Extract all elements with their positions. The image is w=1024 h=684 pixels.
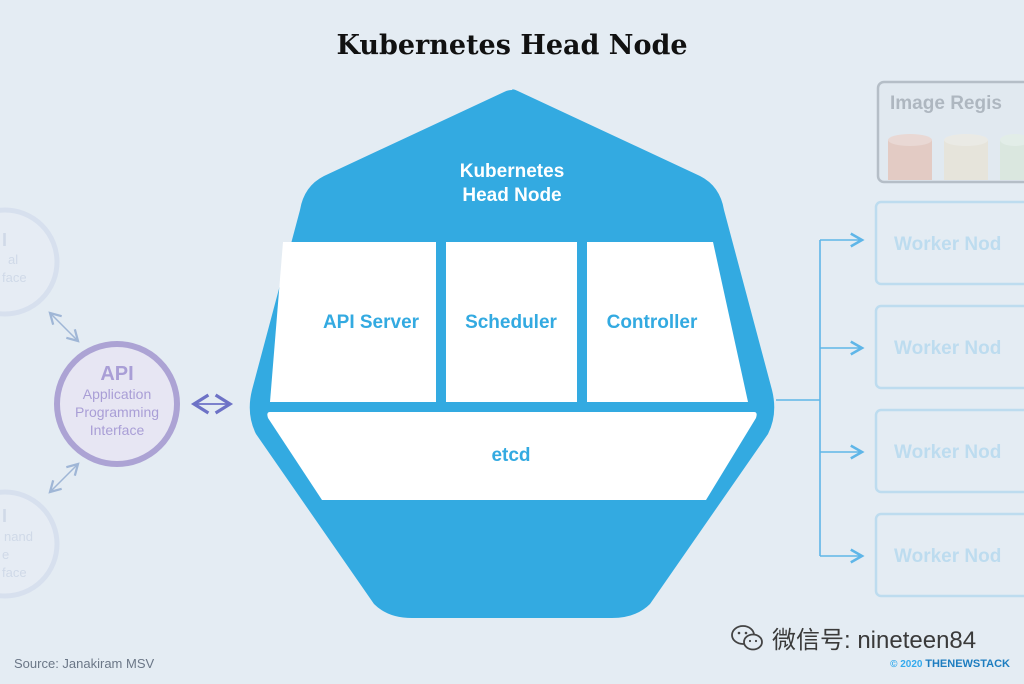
faded-top-line3: face (2, 270, 27, 285)
faded-interface-circle-bottom (0, 489, 60, 599)
api-server-panel (270, 242, 436, 402)
etcd-panel (267, 412, 757, 500)
scheduler-panel (446, 242, 577, 402)
watermark-text: 微信号: nineteen84 (772, 627, 977, 654)
worker-node-box-2 (874, 304, 1024, 390)
image-registry-box (876, 80, 1024, 184)
source-credit: Source: Janakiram MSV (14, 656, 155, 671)
faded-top-line1: I (2, 230, 7, 250)
worker-node-label-1: Worker Nod (894, 234, 1001, 255)
api-circle (54, 341, 180, 467)
diagram-title: Kubernetes Head Node (336, 30, 688, 61)
faded-top-line2: al (8, 252, 18, 267)
faded-interface-circle-top (0, 207, 60, 317)
registry-cylinder-3 (1000, 134, 1024, 180)
api-line2: Programming (75, 404, 159, 420)
etcd-label: etcd (491, 445, 530, 466)
registry-cylinder-1 (888, 134, 932, 180)
faint-arrow-top (48, 311, 80, 343)
registry-cylinder-2 (944, 134, 988, 180)
api-title: API (100, 363, 133, 385)
head-node-label-line2: Head Node (462, 185, 561, 206)
worker-connectors (776, 232, 865, 564)
worker-node-box-3 (874, 408, 1024, 494)
worker-node-label-2: Worker Nod (894, 338, 1001, 359)
api-line3: Interface (90, 422, 145, 438)
image-registry-label: Image Regis (890, 93, 1002, 114)
worker-node-box-4 (874, 512, 1024, 598)
api-node: API Application Programming Interface (54, 341, 180, 467)
worker-node-label-4: Worker Nod (894, 546, 1001, 567)
component-scheduler: Scheduler (465, 312, 557, 333)
controller-panel (587, 242, 748, 402)
component-api-server: API Server (323, 312, 420, 333)
head-node-label-line1: Kubernetes (460, 161, 565, 182)
worker-nodes: Worker Nod Worker Nod Worker Nod Worker … (874, 200, 1024, 598)
worker-node-label-3: Worker Nod (894, 442, 1001, 463)
faded-bottom-line3: e (2, 547, 9, 562)
image-registry: Image Regis (876, 80, 1024, 184)
copyright-notice: © 2020 THENEWSTACK (890, 658, 1010, 670)
faint-arrow-bottom (48, 462, 80, 494)
wechat-icon (731, 624, 763, 650)
faded-bottom-line2: nand (4, 529, 33, 544)
faded-left-interfaces: I al face I nand e face (0, 207, 60, 599)
head-node: Kubernetes Head Node API Server Schedule… (249, 89, 775, 619)
brand-logo-text: THENEWSTACK (925, 658, 1010, 670)
api-line1: Application (83, 386, 152, 402)
faded-bottom-line1: I (2, 506, 7, 526)
faded-bottom-line4: face (2, 565, 27, 580)
component-controller: Controller (607, 312, 698, 333)
wechat-watermark: 微信号: nineteen84 (730, 620, 976, 655)
worker-node-box-1 (874, 200, 1024, 286)
copyright-prefix: © 2020 (890, 659, 923, 670)
